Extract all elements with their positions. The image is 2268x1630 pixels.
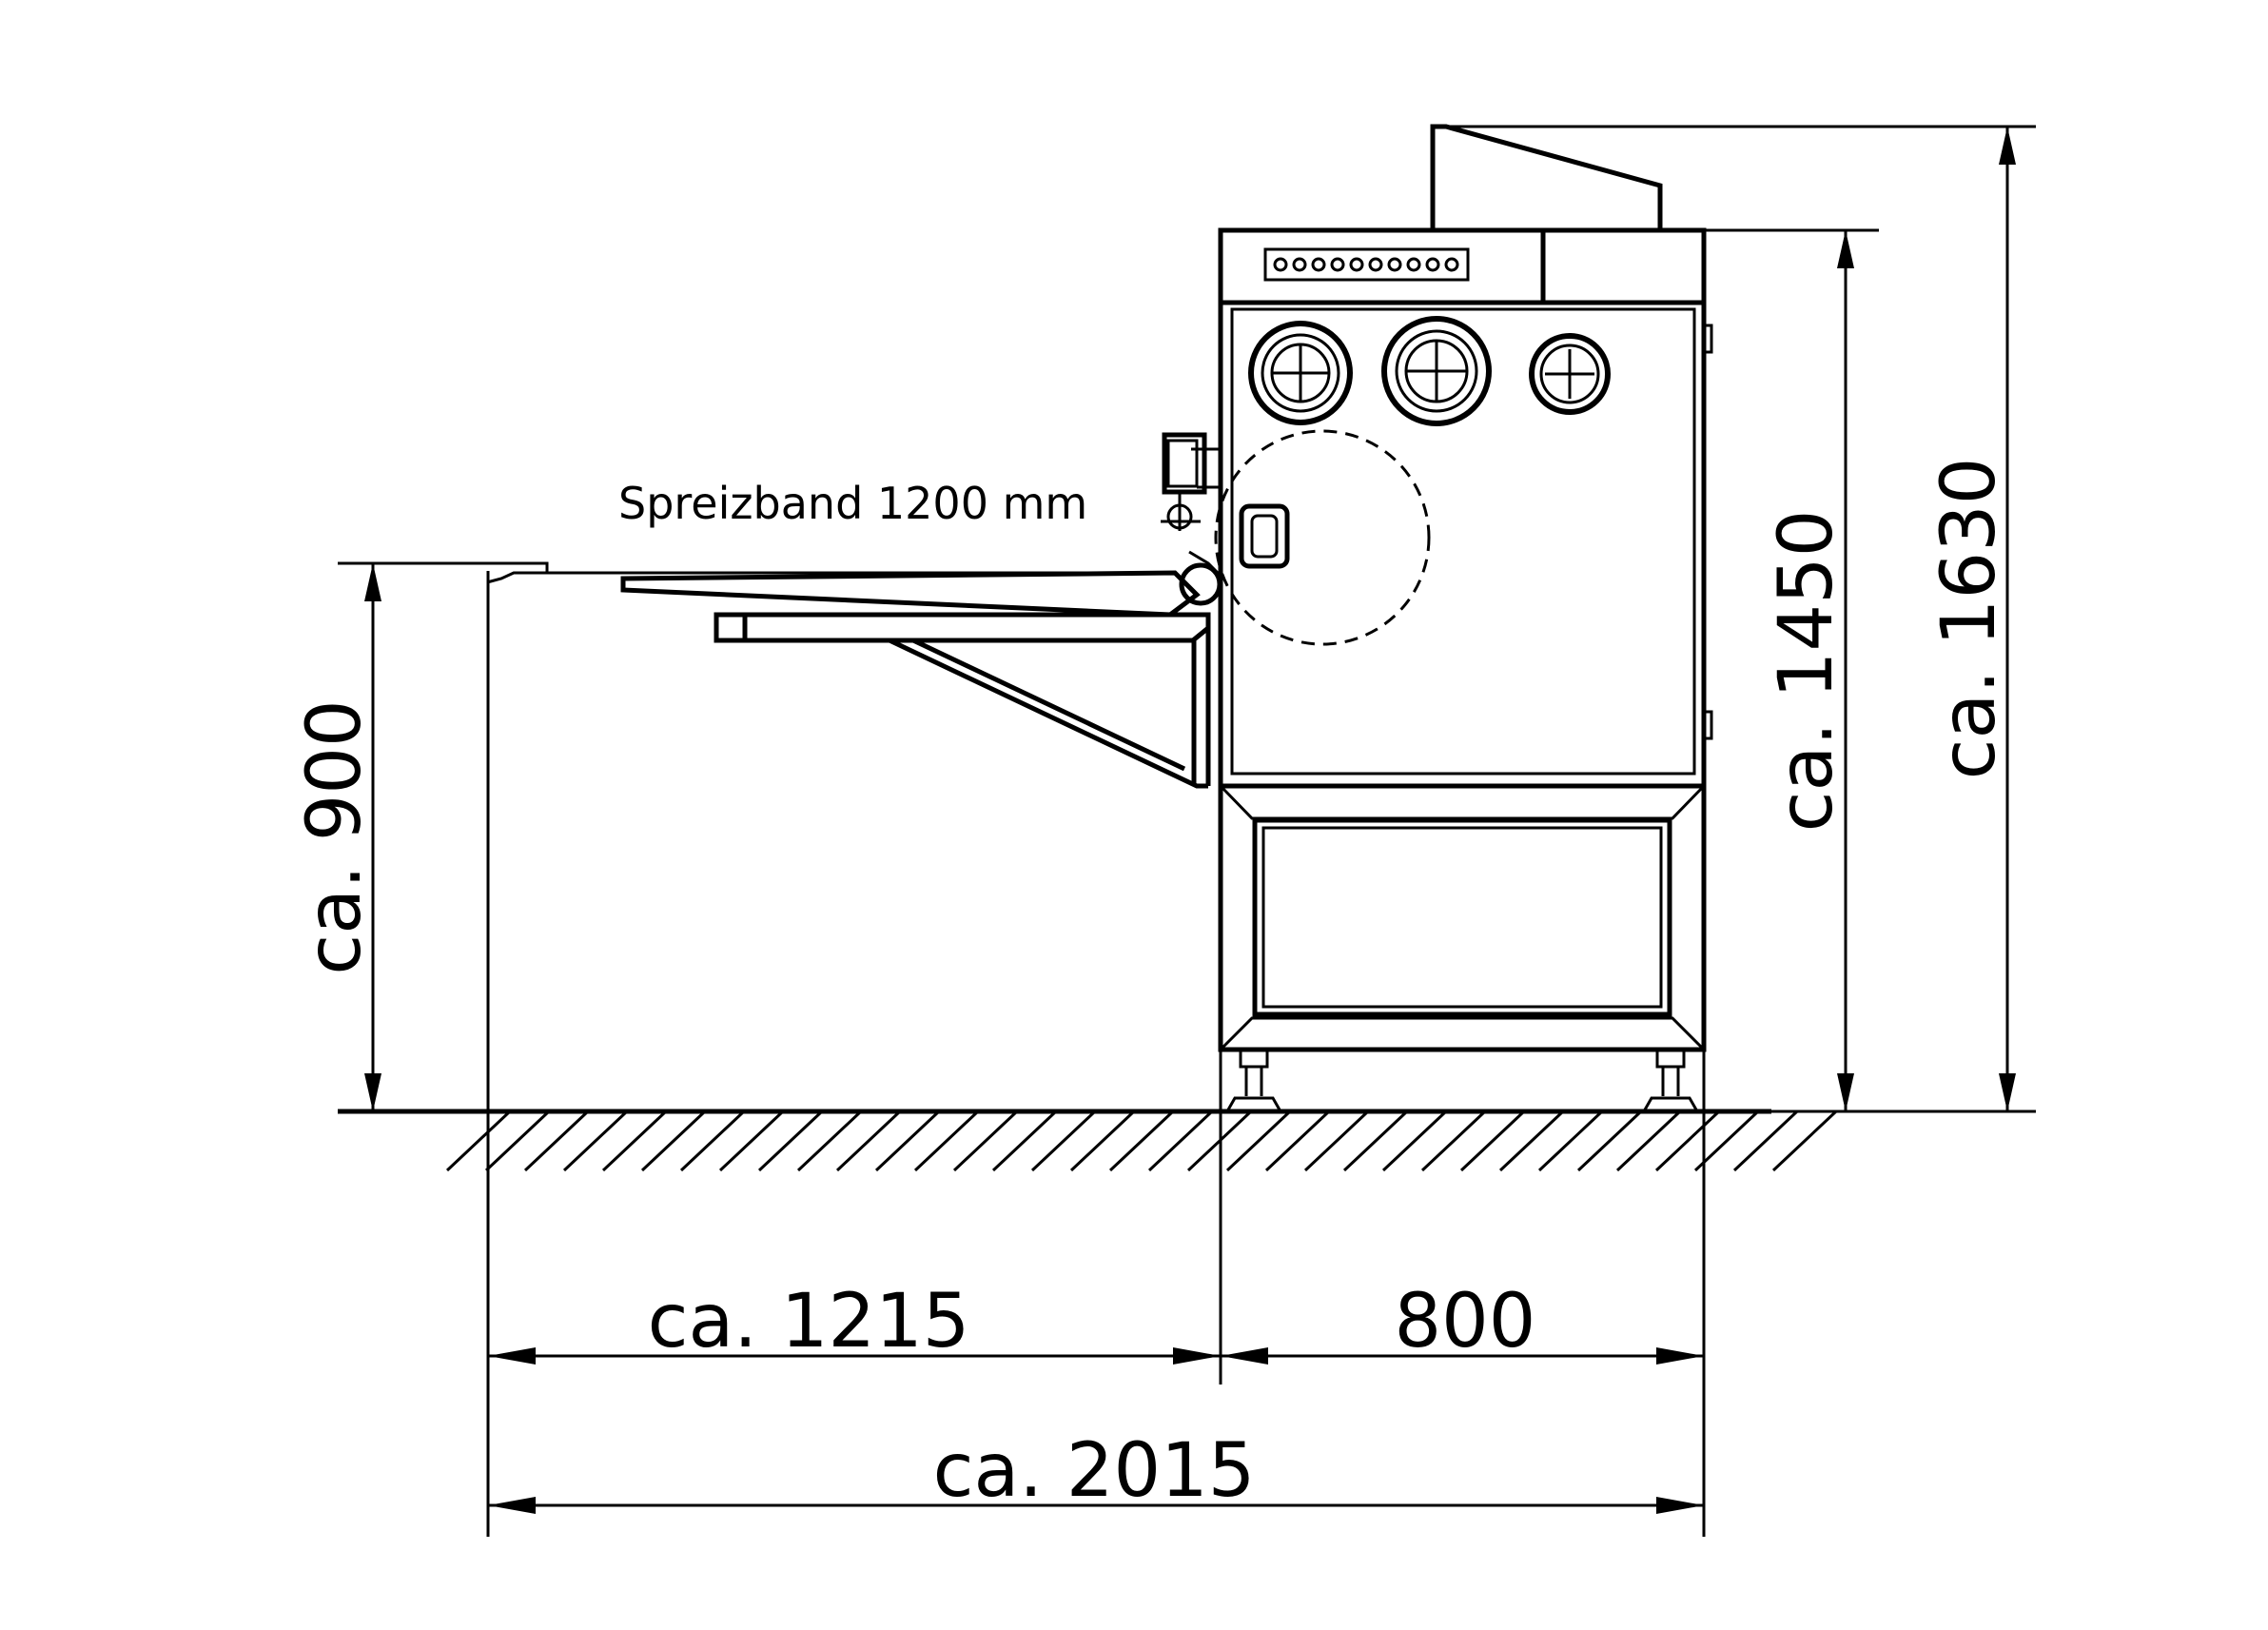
dim-width-front: ca. 1215 <box>648 1279 970 1365</box>
floor-hatch-line <box>874 1110 941 1172</box>
machine-body <box>1214 124 1713 1112</box>
vertical-dimensions <box>338 125 2036 1113</box>
door-handle-icon <box>1239 503 1290 569</box>
led-icon <box>1292 257 1307 272</box>
floor-hatch-line <box>562 1110 629 1172</box>
dim-width-body: 800 <box>1395 1279 1536 1365</box>
floor-hatch-line <box>1069 1110 1136 1172</box>
floor-hatch-line <box>952 1110 1019 1172</box>
floor-hatch-line <box>835 1110 902 1172</box>
dim-height-table: ca. 900 <box>292 699 378 974</box>
spreader-zone <box>1214 429 1431 646</box>
led-icon <box>1406 257 1421 272</box>
floor-hatch-line <box>991 1110 1058 1172</box>
floor-hatch-line <box>1459 1110 1526 1172</box>
led-icon <box>1311 257 1326 272</box>
floor-hatch-line <box>1303 1110 1370 1172</box>
dim-height-total: ca. 1630 <box>1926 458 2012 780</box>
led-indicators <box>1273 257 1459 272</box>
floor-hatch-line <box>523 1110 590 1172</box>
dim-width-total: ca. 2015 <box>933 1428 1256 1514</box>
gauge-right-icon <box>1529 333 1611 415</box>
floor-hatch-line <box>1771 1110 1838 1172</box>
led-icon <box>1444 257 1459 272</box>
floor-hatch-line <box>484 1110 551 1172</box>
floor-hatch-line <box>1342 1110 1409 1172</box>
floor-hatch-line <box>445 1110 512 1172</box>
floor-hatch-line <box>1654 1110 1721 1172</box>
drive-unit-icon <box>1161 432 1222 606</box>
gauge-middle-icon <box>1381 316 1492 426</box>
gauge-left-icon <box>1248 321 1353 425</box>
floor-hatch-line <box>601 1110 668 1172</box>
floor-hatch-line <box>1615 1110 1682 1172</box>
led-panel <box>1263 247 1470 282</box>
foot-left-icon <box>1225 1048 1282 1112</box>
floor-hatch-line <box>1537 1110 1604 1172</box>
floor-hatch-line <box>757 1110 824 1172</box>
floor-hatch-line <box>913 1110 980 1172</box>
dim-height-body: ca. 1450 <box>1764 510 1849 833</box>
floor-hatch-line <box>718 1110 785 1172</box>
led-icon <box>1387 257 1402 272</box>
floor-hatch-line <box>1693 1110 1760 1172</box>
floor-hatch-line <box>1225 1110 1292 1172</box>
floor-hatch-line <box>796 1110 863 1172</box>
floor-hatch-line <box>1732 1110 1799 1172</box>
floor-hatch-line <box>679 1110 746 1172</box>
floor-hatch-line <box>1147 1110 1214 1172</box>
floor-hatch-line <box>1420 1110 1487 1172</box>
led-icon <box>1368 257 1383 272</box>
floor-hatch-line <box>1108 1110 1175 1172</box>
led-icon <box>1349 257 1364 272</box>
floor-hatch-line <box>640 1110 707 1172</box>
floor-hatch-line <box>1264 1110 1331 1172</box>
led-icon <box>1273 257 1288 272</box>
led-icon <box>1425 257 1440 272</box>
led-icon <box>1330 257 1345 272</box>
floor-hatch-line <box>1576 1110 1643 1172</box>
floor <box>338 1109 1838 1172</box>
spreizband-label: Spreizband 1200 mm <box>618 478 1087 529</box>
floor-hatch-line <box>1498 1110 1565 1172</box>
floor-hatch-line <box>1030 1110 1097 1172</box>
floor-hatch-line <box>1381 1110 1448 1172</box>
foot-right-icon <box>1642 1048 1699 1112</box>
spreader-band <box>338 432 1222 789</box>
horizontal-dimensions <box>486 571 1706 1537</box>
